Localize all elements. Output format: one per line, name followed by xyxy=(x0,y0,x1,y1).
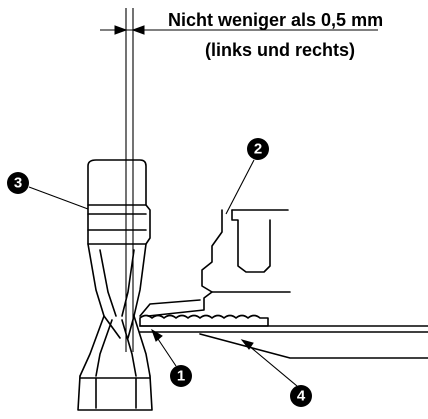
callout-3-label: 3 xyxy=(14,175,22,192)
callout-4: 4 xyxy=(290,385,312,407)
callout-1: 1 xyxy=(170,365,192,387)
callout-1-label: 1 xyxy=(177,368,185,385)
presser-foot-part xyxy=(77,159,153,411)
callout-3: 3 xyxy=(7,172,29,194)
callout-2-circle xyxy=(247,138,269,160)
leader-4-arrow xyxy=(240,339,254,350)
dimension-arrow-right xyxy=(131,25,145,35)
callout-1-circle xyxy=(170,365,192,387)
callout-leaders xyxy=(28,159,298,387)
dimension-arrow-left xyxy=(114,25,128,35)
callout-4-circle xyxy=(290,385,312,407)
dimension-text-line1: Nicht weniger als 0,5 mm xyxy=(168,10,383,30)
feed-dog-part xyxy=(139,314,428,359)
needle-plate-upper-part xyxy=(139,209,291,317)
dimension-annotation: Nicht weniger als 0,5 mm (links und rech… xyxy=(100,8,383,352)
leader-2 xyxy=(225,159,255,215)
callout-3-circle xyxy=(7,172,29,194)
dimension-text-line2: (links und rechts) xyxy=(205,40,355,60)
leader-3 xyxy=(28,186,89,210)
callout-4-label: 4 xyxy=(297,388,306,405)
callout-2: 2 xyxy=(247,138,269,160)
leader-1-arrow xyxy=(151,328,163,342)
callout-2-label: 2 xyxy=(254,141,262,158)
leader-4 xyxy=(241,339,298,387)
